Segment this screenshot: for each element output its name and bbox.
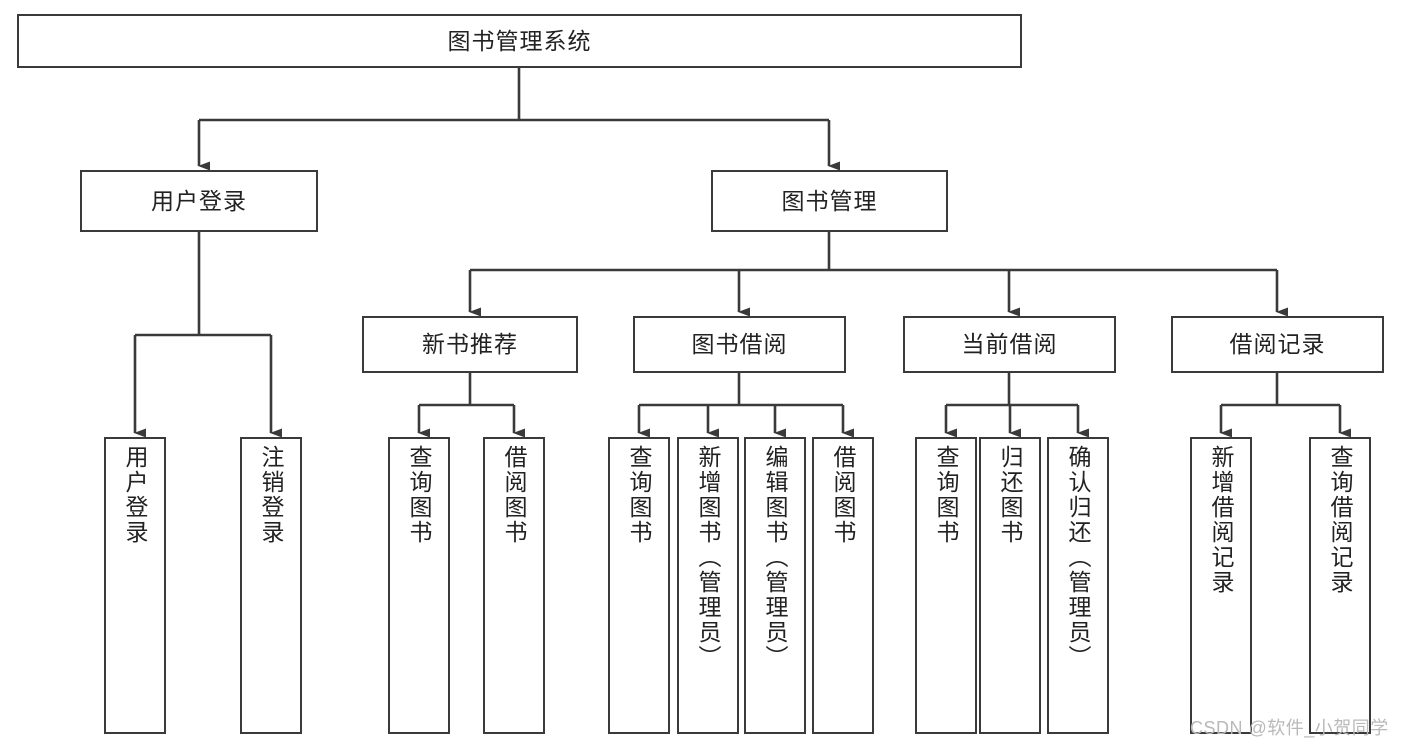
leaf-query-book-current[interactable]: 查询图书 xyxy=(915,437,977,734)
node-label: 新增借阅记录 xyxy=(1208,445,1235,595)
node-book-borrow[interactable]: 图书借阅 xyxy=(633,316,846,373)
leaf-query-book-borrow[interactable]: 查询图书 xyxy=(608,437,670,734)
node-root-system[interactable]: 图书管理系统 xyxy=(17,14,1022,68)
node-label: 注销登录 xyxy=(258,445,285,545)
node-label: 归还图书 xyxy=(997,445,1024,545)
node-label: 查询图书 xyxy=(406,445,433,545)
node-label: 图书管理 xyxy=(781,187,878,214)
node-current-borrow[interactable]: 当前借阅 xyxy=(903,316,1116,373)
leaf-add-borrow-record[interactable]: 新增借阅记录 xyxy=(1190,437,1252,734)
leaf-query-book-recommend[interactable]: 查询图书 xyxy=(388,437,450,734)
node-label: 用户登录 xyxy=(122,445,149,545)
leaf-logout[interactable]: 注销登录 xyxy=(240,437,302,734)
node-label: 用户登录 xyxy=(151,187,247,214)
node-label: 查询图书 xyxy=(626,445,653,545)
node-label: 新书推荐 xyxy=(422,331,518,357)
leaf-borrow-book-recommend[interactable]: 借阅图书 xyxy=(483,437,545,734)
node-label: 查询图书 xyxy=(933,445,960,545)
node-label: 图书管理系统 xyxy=(447,27,592,54)
node-label: 新增图书（管理员） xyxy=(695,445,722,670)
node-book-management[interactable]: 图书管理 xyxy=(711,170,948,232)
leaf-add-book-admin[interactable]: 新增图书（管理员） xyxy=(677,437,739,734)
node-label: 当前借阅 xyxy=(961,331,1058,357)
node-label: 借阅图书 xyxy=(830,445,857,545)
node-label: 图书借阅 xyxy=(691,331,788,357)
leaf-user-login[interactable]: 用户登录 xyxy=(104,437,166,734)
node-label: 编辑图书（管理员） xyxy=(762,445,789,670)
leaf-edit-book-admin[interactable]: 编辑图书（管理员） xyxy=(744,437,806,734)
node-label: 查询借阅记录 xyxy=(1327,445,1354,595)
leaf-query-borrow-record[interactable]: 查询借阅记录 xyxy=(1309,437,1371,734)
node-label: 借阅记录 xyxy=(1229,331,1326,357)
node-user-login[interactable]: 用户登录 xyxy=(80,170,318,232)
node-new-book-recommend[interactable]: 新书推荐 xyxy=(362,316,578,373)
node-borrow-records[interactable]: 借阅记录 xyxy=(1171,316,1384,373)
node-label: 借阅图书 xyxy=(501,445,528,545)
leaf-return-book[interactable]: 归还图书 xyxy=(979,437,1041,734)
leaf-confirm-return-admin[interactable]: 确认归还（管理员） xyxy=(1047,437,1109,734)
leaf-borrow-book[interactable]: 借阅图书 xyxy=(812,437,874,734)
node-label: 确认归还（管理员） xyxy=(1065,445,1092,670)
csdn-watermark: CSDN @软件_小贺同学 xyxy=(1190,718,1389,738)
